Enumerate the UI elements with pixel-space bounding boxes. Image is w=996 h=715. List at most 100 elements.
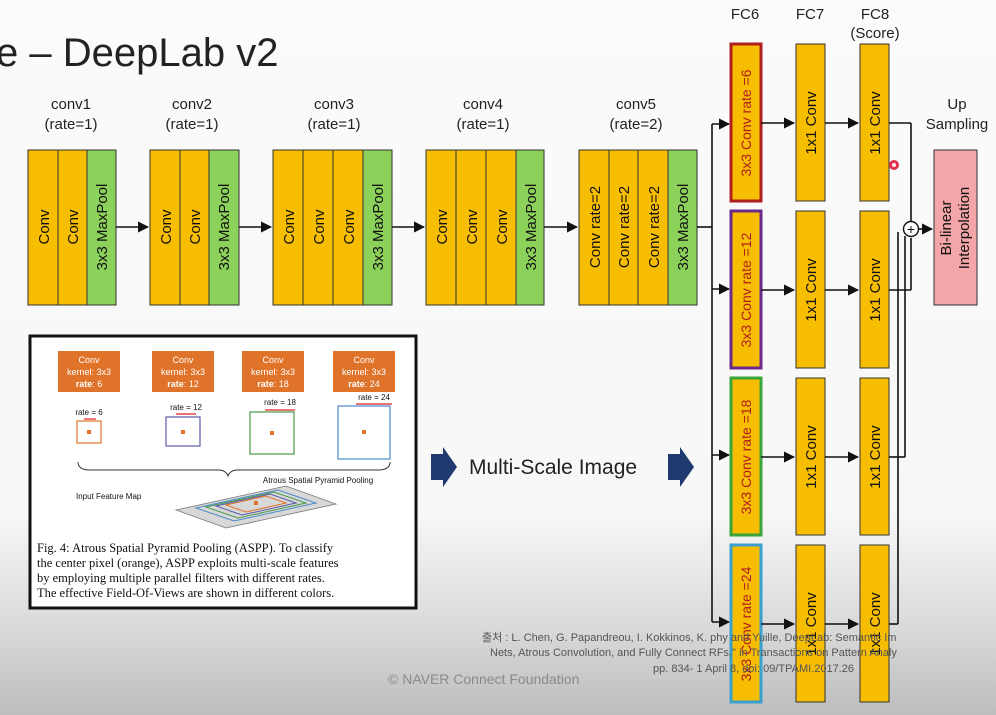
branch-rate-6: 3x3 Conv rate =6 1x1 Conv 1x1 Conv <box>729 42 890 203</box>
conv-block <box>302 149 334 306</box>
kernel-center <box>270 431 274 435</box>
conv-block <box>57 149 88 306</box>
fc6-block <box>729 543 763 704</box>
maxpool-label: 3x3 MaxPool <box>523 184 540 271</box>
branch-split <box>697 118 731 628</box>
maxpool-block <box>86 149 117 306</box>
aspp-title: Conv <box>262 355 284 365</box>
fov-outline <box>214 493 298 516</box>
figure-caption-line: by employing multiple parallel filters w… <box>37 571 325 585</box>
cursor-dot-center <box>892 163 896 167</box>
maxpool-block <box>208 149 240 306</box>
slide-title: e – DeepLab v2 <box>0 31 278 75</box>
aspp-kernel: kernel: 3x3 <box>67 367 111 377</box>
fc8-label: 1x1 Conv <box>867 91 884 155</box>
stage-name: conv3 <box>314 96 354 113</box>
branch-rate-18: 3x3 Conv rate =18 1x1 Conv 1x1 Conv <box>729 376 890 537</box>
fc7-label: 1x1 Conv <box>803 592 820 656</box>
figure-caption-line: the center pixel (orange), ASPP exploits… <box>37 556 339 570</box>
aspp-label: Atrous Spatial Pyramid Pooling <box>263 476 373 485</box>
fc8-label: 1x1 Conv <box>867 258 884 322</box>
stage-name: conv1 <box>51 96 91 113</box>
conv-label: Conv <box>494 209 511 245</box>
watermark: © NAVER Connect Foundation <box>388 671 579 687</box>
maxpool-label: 3x3 MaxPool <box>216 184 233 271</box>
upsampling-block <box>933 149 978 306</box>
chevron-right-icon <box>431 447 457 487</box>
aspp-rate: rate: 24 <box>348 379 380 389</box>
fc8-label: 1x1 Conv <box>867 592 884 656</box>
aspp-rate: rate: 12 <box>167 379 199 389</box>
stage-conv3: conv3 (rate=1) Conv Conv Conv 3x3 MaxPoo… <box>272 96 393 306</box>
conv-label: Conv <box>65 209 82 245</box>
conv-block <box>608 149 639 306</box>
conv-block <box>27 149 59 306</box>
stage-rate: (rate=1) <box>166 116 219 133</box>
conv-label: Conv <box>281 209 298 245</box>
conv-label: Conv <box>434 209 451 245</box>
fc7-block <box>795 43 826 202</box>
conv-block <box>455 149 487 306</box>
fc7-header: FC7 <box>796 6 824 23</box>
kernel-center <box>181 430 185 434</box>
aspp-kernel: kernel: 3x3 <box>161 367 205 377</box>
stage-name: conv5 <box>616 96 656 113</box>
stage-rate: (rate=1) <box>308 116 361 133</box>
conv-label: Conv <box>158 209 175 245</box>
chevron-right-icon <box>668 447 694 487</box>
fc6-label: 3x3 Conv rate =12 <box>738 232 754 347</box>
stage-conv4: conv4 (rate=1) Conv Conv Conv 3x3 MaxPoo… <box>425 96 545 306</box>
fc6-label: 3x3 Conv rate =18 <box>738 399 754 514</box>
conv-label: Conv <box>311 209 328 245</box>
stage-name: conv4 <box>463 96 503 113</box>
upsampling-header: Up <box>947 96 966 113</box>
aspp-title: Conv <box>78 355 100 365</box>
aspp-title: Conv <box>172 355 194 365</box>
upsampling-header: Sampling <box>926 116 989 133</box>
conv-label: Conv <box>341 209 358 245</box>
figure-caption-line: Fig. 4: Atrous Spatial Pyramid Pooling (… <box>37 541 334 555</box>
conv-label: Conv <box>187 209 204 245</box>
upsampling-label: Interpolation <box>956 187 973 270</box>
kernel-center <box>87 430 91 434</box>
aspp-kernel: kernel: 3x3 <box>342 367 386 377</box>
branch-rate-12: 3x3 Conv rate =12 1x1 Conv 1x1 Conv <box>729 209 890 370</box>
figure-caption-line: The effective Field-Of-Views are shown i… <box>37 586 334 600</box>
conv-block <box>272 149 304 306</box>
citation-line: Nets, Atrous Convolution, and Fully Conn… <box>490 647 897 659</box>
fc8-label: 1x1 Conv <box>867 425 884 489</box>
rate-tag: rate = 18 <box>264 398 296 407</box>
fov-outline <box>224 495 288 513</box>
fc6-label: 3x3 Conv rate =24 <box>738 566 754 681</box>
fc6-label: 3x3 Conv rate =6 <box>738 69 754 176</box>
upsampling-label: Bi-linear <box>938 200 955 255</box>
rate-tag: rate = 12 <box>170 403 202 412</box>
fov-outline <box>194 489 318 522</box>
brace <box>77 461 391 478</box>
conv-label: Conv <box>36 209 53 245</box>
conv-label: Conv <box>464 209 481 245</box>
fc8-block <box>859 210 890 369</box>
fc6-header: FC6 <box>731 6 759 23</box>
citation-line: 출처 : L. Chen, G. Papandreou, I. Kokkinos… <box>482 631 896 644</box>
rate-tag: rate = 24 <box>358 393 390 402</box>
merge-lines <box>889 122 912 625</box>
aspp-rate: rate: 6 <box>76 379 103 389</box>
kernel-grid <box>76 420 102 444</box>
aspp-rate: rate: 18 <box>257 379 289 389</box>
aspp-conv-box <box>58 351 120 392</box>
fc6-block <box>729 376 763 537</box>
fc7-label: 1x1 Conv <box>803 425 820 489</box>
conv-label: Conv rate=2 <box>646 186 663 268</box>
fov-outline <box>204 491 308 519</box>
maxpool-label: 3x3 MaxPool <box>675 184 692 271</box>
kernel-grid <box>249 411 295 455</box>
sum-symbol: + <box>907 221 915 237</box>
conv-block <box>332 149 364 306</box>
rate-tag: rate = 6 <box>75 408 103 417</box>
maxpool-label: 3x3 MaxPool <box>94 184 111 271</box>
maxpool-block <box>362 149 393 306</box>
stage-conv5: conv5 (rate=2) Conv rate=2 Conv rate=2 C… <box>578 96 698 306</box>
fc8-block <box>859 377 890 536</box>
aspp-conv-box <box>152 351 214 392</box>
